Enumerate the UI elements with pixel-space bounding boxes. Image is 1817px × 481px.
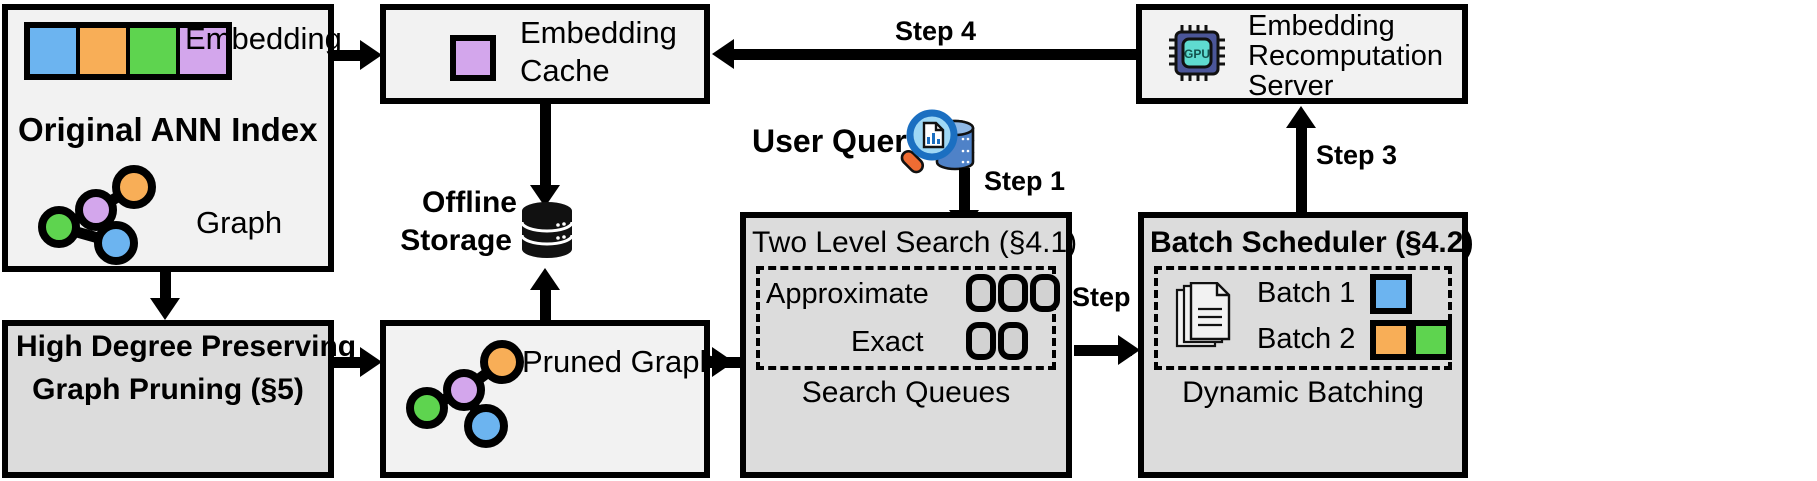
approximate-slot-2 [998,274,1028,312]
arrow-index-to-pruning-shaft [160,272,171,302]
arrow-pruned-to-storage-shaft [540,290,551,326]
graph-pruning-title-line1: High Degree Preserving [16,330,357,363]
exact-slot-2 [998,322,1028,360]
database-cylinder-icon [520,202,574,258]
user-query-label: User Query [752,123,925,159]
offline-storage-label-line1: Offline [422,186,517,219]
gpu-chip-icon: GPU [1169,25,1225,81]
arrow-pruned-to-search-head [712,347,734,377]
embedding-cell-blue [30,28,80,74]
arrow-step4-shaft [730,49,1138,60]
step1-label: Step 1 [984,166,1066,196]
exact-slot-1 [966,322,996,360]
graph-label: Graph [196,205,283,240]
search-database-icon [900,109,975,174]
pruned-graph-label: Pruned Graph [522,344,717,379]
batch-2-chip-green [1410,320,1452,360]
pruned-graph-box [380,320,710,478]
recomputation-server-line3: Server [1248,70,1334,102]
arrow-step4-head [712,39,734,69]
search-queues-dashed-region [756,266,1056,370]
batch-2-chip-orange [1370,320,1412,360]
embedding-cell-purple [180,28,226,74]
arrow-index-to-cache-head [360,40,382,70]
documents-icon [1175,282,1231,348]
original-ann-index-title: Original ANN Index [18,111,318,148]
step4-label: Step 4 [895,16,977,46]
arrow-cache-to-storage-head [530,185,560,207]
arrow-step3-shaft [1296,126,1307,212]
purple-square-icon [450,35,496,81]
approximate-slot-1 [966,274,996,312]
arrow-index-to-cache-shaft [334,50,370,61]
graph-pruning-box [2,320,334,478]
arrow-pruning-to-pruned-shaft [334,357,370,368]
batch-scheduler-title: Batch Scheduler (§4.2) [1150,226,1474,259]
arrow-step1-shaft [959,168,970,216]
embedding-label: Embedding [185,21,342,56]
recomputation-server-line1: Embedding [1248,10,1395,42]
pruned-graph-icon [406,340,524,448]
svg-text:GPU: GPU [1184,47,1210,61]
offline-storage-label-line2: Storage [400,224,512,257]
dynamic-batching-dashed-region [1154,266,1452,370]
graph-pruning-title-line2: Graph Pruning (§5) [32,373,304,406]
arrow-pruned-to-storage-head [530,268,560,290]
dynamic-batching-caption: Dynamic Batching [1182,376,1424,409]
batch-2-label: Batch 2 [1257,323,1356,355]
arrow-cache-to-storage-shaft [540,104,551,190]
embedding-cache-box [380,4,710,104]
step3-label: Step 3 [1316,140,1398,170]
approximate-row-label: Approximate [766,278,929,310]
embedding-cell-green [130,28,180,74]
arrow-step2-shaft [1074,345,1132,356]
recomputation-server-line2: Recomputation [1248,40,1444,72]
exact-row-label: Exact [851,326,924,358]
arrow-step3-head [1286,106,1316,128]
two-level-search-title: Two Level Search (§4.1) [752,226,1078,259]
embedding-cell-orange [80,28,130,74]
approximate-slot-3 [1030,274,1060,312]
arrow-pruning-to-pruned-head [360,347,382,377]
batch-1-label: Batch 1 [1257,277,1356,309]
search-queues-caption: Search Queues [801,376,1011,409]
embedding-cache-label-line1: Embedding [520,15,677,50]
arrow-index-to-pruning-head [150,298,180,320]
batch-1-chip-blue [1370,274,1412,314]
arrow-step2-head [1118,335,1140,365]
original-graph-icon [38,165,156,265]
embedding-cache-label-line2: Cache [520,53,610,88]
embedding-strip [24,22,232,80]
